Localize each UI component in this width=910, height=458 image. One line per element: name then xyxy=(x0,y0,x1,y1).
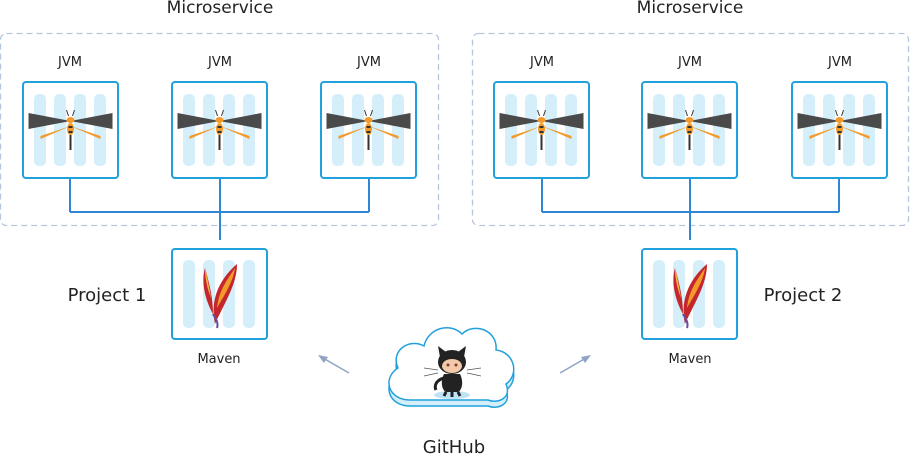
jvm-label: JVM xyxy=(357,55,381,70)
project-1-label: Project 1 xyxy=(67,285,147,306)
jvm-node xyxy=(22,81,119,179)
jvm-node xyxy=(171,81,268,179)
jvm-node xyxy=(791,81,888,179)
microservice-title-2: Microservice xyxy=(636,0,744,18)
arrow-to-project-1 xyxy=(318,355,350,374)
jvm-label: JVM xyxy=(530,55,554,70)
microservice-title-1: Microservice xyxy=(166,0,274,18)
jvm-label: JVM xyxy=(678,55,702,70)
github-label: GitHub xyxy=(422,437,486,458)
project-2-label: Project 2 xyxy=(763,285,843,306)
jvm-label: JVM xyxy=(58,55,82,70)
maven-node-1 xyxy=(171,248,268,340)
jvm-node xyxy=(493,81,590,179)
arrow-to-project-2 xyxy=(559,355,591,374)
connector-lines-2 xyxy=(541,178,840,240)
jvm-node xyxy=(320,81,417,179)
microservice-frame-1 xyxy=(0,32,440,227)
maven-node-2 xyxy=(641,248,738,340)
connector-lines-1 xyxy=(69,178,370,240)
jvm-node xyxy=(641,81,738,179)
octocat-icon xyxy=(423,346,482,399)
maven-label-2: Maven xyxy=(668,352,712,367)
jvm-label: JVM xyxy=(208,55,232,70)
maven-label-1: Maven xyxy=(197,352,241,367)
jvm-label: JVM xyxy=(828,55,852,70)
